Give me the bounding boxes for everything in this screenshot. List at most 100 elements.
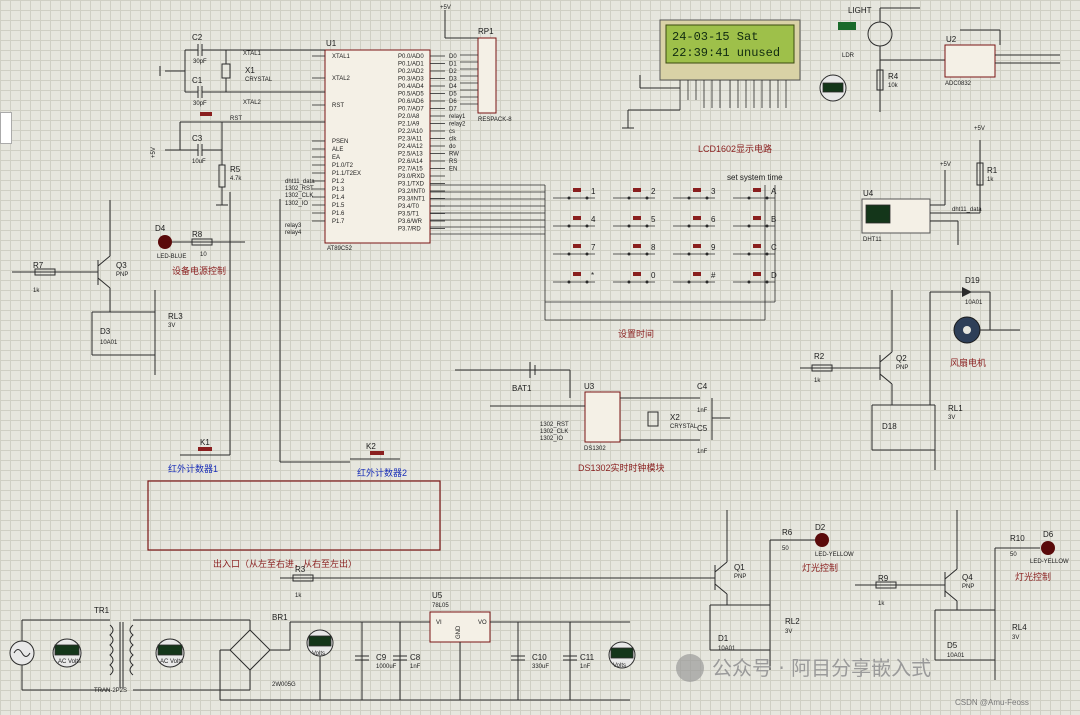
mcu-net-label: relay2 [449, 122, 466, 128]
mcu-net-label: D1 [449, 62, 457, 68]
c1-ref: C1 [192, 76, 203, 85]
side-panel-tab[interactable] [0, 112, 12, 144]
mcu-right-pin: P0.0/AD0 [398, 54, 424, 60]
lcd-title: LCD1602显示电路 [698, 143, 772, 154]
watermark: 公众号 · 阿目分享嵌入式 CSDN @Amu-Feoss [676, 654, 1029, 707]
key-cap[interactable] [573, 216, 581, 220]
u5-vi: VI [436, 620, 442, 626]
r9-ref: R9 [878, 574, 889, 583]
key-label: 9 [711, 243, 716, 252]
mcu-u1: U1 AT89C52 XTAL1XTAL2RSTPSENALEEAP1.0/T2… [285, 39, 466, 252]
key-cap[interactable] [633, 272, 641, 276]
r6-value: 50 [782, 546, 789, 552]
mcu-net-label: RS [449, 159, 457, 165]
key-cap[interactable] [753, 272, 761, 276]
meter-1-unit: AC Volts [58, 659, 81, 665]
key-contact [765, 224, 769, 228]
key-contact [585, 196, 589, 200]
mcu-right-pin: P0.3/AD3 [398, 77, 424, 83]
mcu-right-pin: P0.2/AD2 [398, 69, 424, 75]
keypad-bus [430, 184, 776, 321]
key-cap[interactable] [633, 216, 641, 220]
r9-value: 1k [878, 601, 885, 607]
r6-ref: R6 [782, 528, 793, 537]
key-contact [705, 196, 709, 200]
key-cap[interactable] [573, 244, 581, 248]
light-label: LIGHT [848, 6, 872, 15]
d3-value: 10A01 [100, 340, 118, 346]
rl3-value: 3V [168, 323, 175, 329]
key-cap[interactable] [573, 272, 581, 276]
c3-ref: C3 [192, 134, 203, 143]
rl4-ref: RL4 [1012, 623, 1027, 632]
key-contact [765, 196, 769, 200]
key-cap[interactable] [693, 216, 701, 220]
mcu-right-pin: P2.4/A12 [398, 144, 423, 150]
u3-ref: U3 [584, 382, 595, 391]
key-contact [687, 280, 691, 284]
key-contact [687, 252, 691, 256]
key-label: D [771, 271, 777, 280]
rst-label: RST [230, 116, 242, 122]
c10-ref: C10 [532, 653, 547, 662]
mcu-net-label: EN [449, 167, 457, 173]
xtal1-net: XTAL1 [243, 51, 262, 57]
key-cap[interactable] [753, 244, 761, 248]
r2-ref: R2 [814, 352, 825, 361]
rl3-ref: RL3 [168, 312, 183, 321]
q2-type: PNP [896, 365, 908, 371]
mcu-right-pin: P3.6/WR [398, 219, 423, 225]
mcu-net-label: relay4 [285, 230, 302, 236]
r2-value: 1k [814, 378, 821, 384]
rtc-ds1302: BAT1 U3 DS1302 1302_RST 1302_CLK 1302_IO… [455, 362, 730, 473]
r1-value: 1k [987, 177, 994, 183]
c1-value: 30pF [193, 101, 207, 107]
key-contact [627, 224, 631, 228]
rl2-ref: RL2 [785, 617, 800, 626]
u4-part: DHT11 [863, 237, 882, 243]
key-cap[interactable] [753, 216, 761, 220]
mcu-left-pin: P1.0/T2 [332, 163, 354, 169]
mcu-right-pin: P2.5/A13 [398, 152, 423, 158]
c11-value: 1nF [580, 664, 591, 670]
key-label: B [771, 215, 776, 224]
u5-part: 78L05 [432, 603, 449, 609]
key-cap[interactable] [633, 188, 641, 192]
light-ctrl-1-title: 灯光控制 [802, 562, 838, 573]
key-contact [585, 280, 589, 284]
key-cap[interactable] [633, 244, 641, 248]
key-contact [747, 224, 751, 228]
rp1-vcc: +5V [440, 5, 451, 11]
d6-part: LED-YELLOW [1030, 559, 1069, 565]
key-cap[interactable] [753, 188, 761, 192]
d2-ref: D2 [815, 523, 826, 532]
mcu-right-pin: P3.3/INT1 [398, 197, 426, 203]
rl2-value: 3V [785, 629, 792, 635]
mcu-net-label: dht11_data [285, 179, 315, 185]
ldr-label: LDR [842, 53, 855, 59]
power-title: 设备电源控制 [172, 265, 226, 276]
r8-value: 10 [200, 252, 207, 258]
mcu-right-nets: D0D1D2D3D4D5D6D7relay1relay2csclkdoRWRSE… [449, 54, 466, 173]
fan-driver: D19 10A01 风扇电机 R2 1k Q2 PNP D18 RL1 3V [800, 276, 1020, 470]
key-label: 3 [711, 187, 716, 196]
key-contact [567, 196, 571, 200]
key-cap[interactable] [693, 272, 701, 276]
key-contact [705, 252, 709, 256]
meter-4-unit: Volts [613, 663, 626, 669]
d6-ref: D6 [1043, 530, 1054, 539]
c5-value: 1nF [697, 449, 708, 455]
r7-ref: R7 [33, 261, 44, 270]
key-cap[interactable] [573, 188, 581, 192]
q4-type: PNP [962, 584, 974, 590]
key-cap[interactable] [693, 188, 701, 192]
mcu-right-pin: P3.7/RD [398, 227, 421, 233]
mcu-right-pin: P3.0/RXD [398, 174, 425, 180]
key-cap[interactable] [693, 244, 701, 248]
mcu-left-pin: XTAL1 [332, 54, 351, 60]
u2-ref: U2 [946, 35, 957, 44]
q1-type: PNP [734, 574, 746, 580]
lcd1602: 24-03-15 Sat 22:39:41 unused LCD1602显示电路 [622, 19, 801, 154]
d19-value: 10A01 [965, 300, 983, 306]
u2-part: ADC0832 [945, 81, 972, 87]
